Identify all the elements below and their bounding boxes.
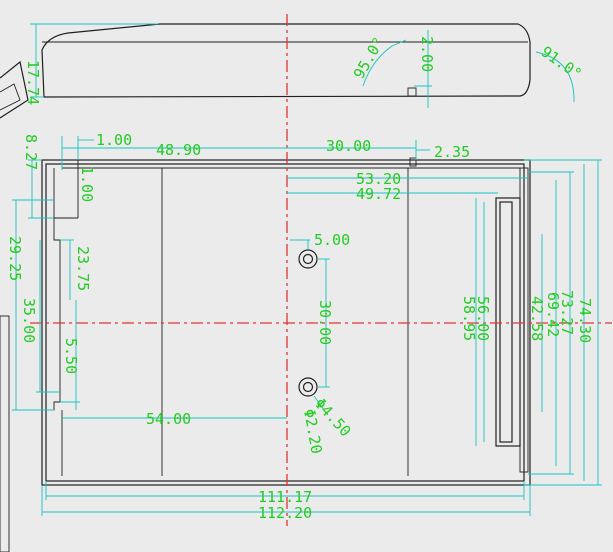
dim-hole-pitch-v: 30.00 [316, 300, 334, 345]
dim-overall-w1: 111.17 [258, 488, 312, 506]
left-notch [46, 217, 61, 411]
dim-h-56: 56.00 [474, 296, 492, 341]
dim-h-7327: 73.27 [558, 290, 576, 335]
right-rail [519, 167, 529, 473]
dim-h-7430: 74.30 [576, 298, 594, 343]
connector-slot-inner [499, 201, 513, 443]
dim-notch-b: 23.75 [74, 246, 92, 291]
hole-top [298, 249, 318, 269]
hole-bottom [298, 377, 318, 397]
dim-overall-w2: 112.20 [258, 504, 312, 522]
dim-notch-d: 5.50 [62, 338, 80, 374]
dim-side-height: 17.74 [24, 60, 42, 105]
dim-center-to-slot: 30.00 [326, 137, 371, 155]
side-view [0, 23, 575, 119]
dim-side-angle-left: 95.0° [350, 34, 388, 82]
dim-wall-vertical: 1.00 [78, 166, 96, 202]
dim-h-5895: 58.95 [460, 296, 478, 341]
side-clip-left-inner [0, 83, 21, 111]
dim-notch-c: 35.00 [20, 298, 38, 343]
left-edge-part [0, 315, 10, 552]
dim-hole-pitch-h: 5.00 [314, 231, 350, 249]
dimension-lines [12, 136, 602, 516]
dim-notch-a: 29.25 [6, 236, 24, 281]
dim-to-center: 48.90 [156, 141, 201, 159]
dim-floor-len: 54.00 [146, 410, 191, 428]
top-tab [409, 157, 417, 167]
dim-top-ledge: 8.27 [22, 134, 40, 170]
side-clip-left [0, 60, 29, 119]
side-step-tab [407, 87, 417, 97]
dim-h-4258: 42.58 [528, 296, 546, 341]
dim-side-step: 2.00 [418, 36, 436, 72]
dim-inner-x2: 49.72 [356, 185, 401, 203]
dim-inner-x1: 53.20 [356, 170, 401, 188]
dim-side-angle-right: 91.0° [538, 43, 585, 84]
angle-arc-91 [535, 51, 575, 103]
dim-h-6942: 69.42 [544, 292, 562, 337]
side-profile [41, 23, 531, 98]
dim-wall: 1.00 [96, 131, 132, 149]
dim-slot-width: 2.35 [434, 143, 470, 161]
angle-arc-95 [362, 39, 407, 87]
